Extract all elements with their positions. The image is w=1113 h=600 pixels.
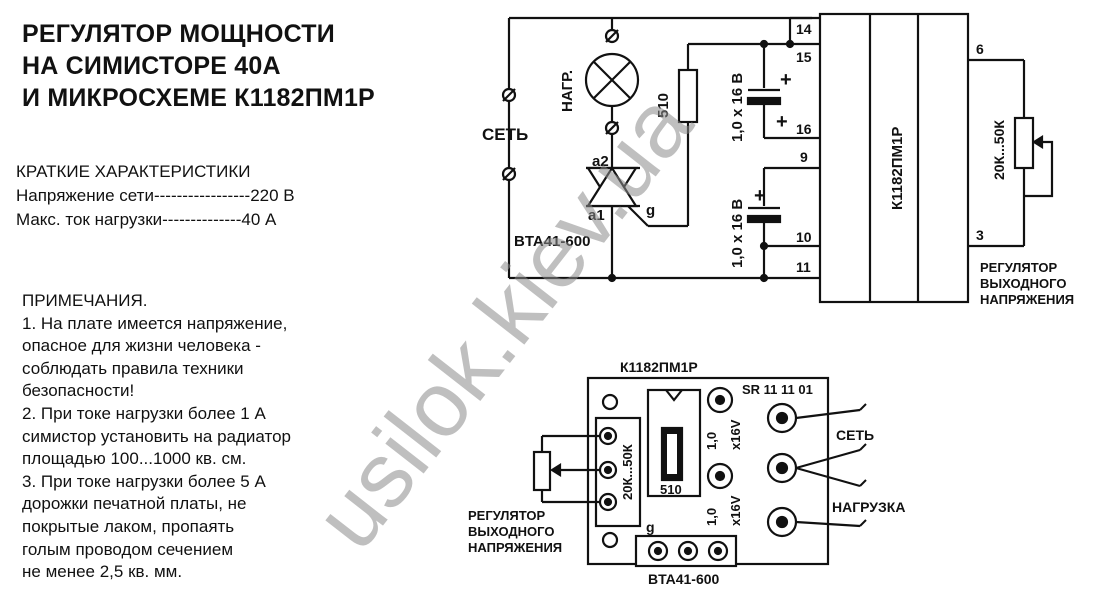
board-triac-label: BTA41-600 bbox=[648, 571, 720, 587]
note-line: площадью 100...1000 кв. см. bbox=[22, 449, 247, 469]
arrow-icon bbox=[859, 403, 867, 527]
title-line-1: РЕГУЛЯТОР МОЩНОСТИ bbox=[22, 20, 335, 48]
notes-block: ПРИМЕЧАНИЯ. 1. На плате имеется напряжен… bbox=[22, 290, 291, 584]
wire-mains bbox=[795, 448, 861, 470]
terminal-icon bbox=[501, 166, 517, 182]
triac-g-label: g bbox=[646, 202, 655, 219]
pin-label: 10 bbox=[796, 229, 812, 245]
title-line-3: И МИКРОСХЕМЕ К1182ПМ1Р bbox=[22, 84, 375, 112]
notes-heading: ПРИМЕЧАНИЯ. bbox=[22, 291, 148, 310]
board-regulator-3: НАПРЯЖЕНИЯ bbox=[468, 540, 562, 555]
pcb-board bbox=[532, 376, 861, 568]
plus-icon: + bbox=[776, 111, 788, 133]
spec-current: Макс. ток нагрузки--------------40 А bbox=[16, 210, 277, 229]
triac-a2-label: a2 bbox=[592, 153, 609, 170]
board-cap-label: 1,0 bbox=[704, 432, 719, 450]
note-line: соблюдать правила техники bbox=[22, 358, 244, 378]
note-line: не менее 2,5 кв. мм. bbox=[22, 562, 183, 582]
board-gate-label: g bbox=[646, 519, 655, 535]
capacitor-icon bbox=[746, 88, 782, 106]
specs-heading: КРАТКИЕ ХАРАКТЕРИСТИКИ bbox=[16, 162, 251, 181]
terminal-icon bbox=[604, 28, 620, 44]
pad bbox=[707, 540, 729, 562]
note-line: безопасности! bbox=[22, 381, 135, 401]
board-pot-label: 20К...50К bbox=[620, 444, 635, 500]
pcb-cap bbox=[706, 386, 734, 414]
terminal-icon bbox=[501, 87, 517, 103]
plus-icon: + bbox=[754, 185, 766, 207]
note-line: 2. При токе нагрузки более 1 А bbox=[22, 403, 266, 423]
mount-hole bbox=[601, 393, 619, 411]
pot-arrow-icon bbox=[549, 463, 562, 477]
note-line: симистор установить на радиатор bbox=[22, 426, 291, 446]
pcb-cap bbox=[706, 462, 734, 490]
wire-load bbox=[795, 520, 861, 528]
triac-icon bbox=[586, 165, 649, 278]
mains-label: СЕТЬ bbox=[482, 125, 528, 144]
wire-load bbox=[795, 466, 861, 488]
page-title: РЕГУЛЯТОР МОЩНОСТИ НА СИМИСТОРЕ 40А И МИ… bbox=[22, 18, 375, 114]
note-line: опасное для жизни человека - bbox=[22, 336, 261, 356]
note-line: 1. На плате имеется напряжение, bbox=[22, 313, 288, 333]
node-dot bbox=[785, 39, 795, 49]
pot-arrow-icon bbox=[1031, 135, 1044, 149]
plus-icon: + bbox=[780, 69, 792, 91]
pin-label: 11 bbox=[796, 259, 811, 275]
cap1-label: 1,0 x 16 В bbox=[729, 73, 746, 142]
terminal-icon bbox=[604, 120, 620, 136]
regulator-label-2: ВЫХОДНОГО bbox=[980, 276, 1066, 291]
note-line: покрытые лаком, пропаять bbox=[22, 516, 235, 536]
pin-label: 15 bbox=[796, 49, 812, 65]
mount-hole bbox=[601, 531, 619, 549]
node-dot bbox=[607, 273, 617, 283]
load-label: НАГР. bbox=[559, 70, 576, 112]
resistor-label: 510 bbox=[655, 93, 672, 118]
ic-body bbox=[818, 12, 970, 304]
capacitor-icon bbox=[746, 206, 782, 224]
pot-wiper bbox=[1024, 140, 1054, 198]
triac-part-label: BTA41-600 bbox=[514, 233, 590, 250]
board-regulator-2: ВЫХОДНОГО bbox=[468, 524, 554, 539]
wire-mains bbox=[795, 408, 861, 420]
pot-label: 20К...50К bbox=[991, 120, 1007, 180]
board-cap-label: x16V bbox=[728, 495, 743, 526]
pin-label: 3 bbox=[976, 227, 984, 243]
pot-socket bbox=[594, 416, 642, 528]
node-dot bbox=[759, 241, 769, 251]
board-regulator-1: РЕГУЛЯТОР bbox=[468, 508, 545, 523]
ic-notch bbox=[665, 389, 683, 402]
board-code: SR 11 11 01 bbox=[742, 382, 813, 397]
title-line-2: НА СИМИСТОРЕ 40А bbox=[22, 52, 281, 80]
pin-label: 14 bbox=[796, 21, 812, 37]
ic-label: К1182ПМ1Р bbox=[889, 127, 906, 210]
cap2-label: 1,0 x 16 В bbox=[729, 199, 746, 268]
board-cap-label: 1,0 bbox=[704, 508, 719, 526]
note-line: дорожки печатной платы, не bbox=[22, 494, 247, 514]
triac-a1-label: a1 bbox=[588, 207, 605, 224]
regulator-label-1: РЕГУЛЯТОР bbox=[980, 260, 1057, 275]
board-load-label: НАГРУЗКА bbox=[832, 499, 905, 515]
ic-socket bbox=[646, 388, 702, 498]
pin-label: 9 bbox=[800, 149, 808, 165]
note-line: голым проводом сечением bbox=[22, 539, 234, 559]
pad bbox=[647, 540, 669, 562]
specs-block: КРАТКИЕ ХАРАКТЕРИСТИКИ Напряжение сети--… bbox=[16, 160, 295, 232]
pin-label: 16 bbox=[796, 121, 812, 137]
schematic bbox=[501, 12, 1054, 304]
note-line: 3. При токе нагрузки более 5 А bbox=[22, 471, 266, 491]
board-mains-label: СЕТЬ bbox=[836, 427, 874, 443]
spec-voltage: Напряжение сети-----------------220 В bbox=[16, 186, 295, 205]
pad bbox=[677, 540, 699, 562]
regulator-label-3: НАПРЯЖЕНИЯ bbox=[980, 292, 1074, 307]
ext-potentiometer-icon bbox=[532, 450, 552, 492]
board-cap-label: x16V bbox=[728, 419, 743, 450]
board-resistor-label: 510 bbox=[660, 482, 682, 497]
pin-label: 6 bbox=[976, 41, 984, 57]
potentiometer-icon bbox=[1013, 116, 1035, 170]
board-ic-label: К1182ПМ1Р bbox=[620, 359, 698, 375]
